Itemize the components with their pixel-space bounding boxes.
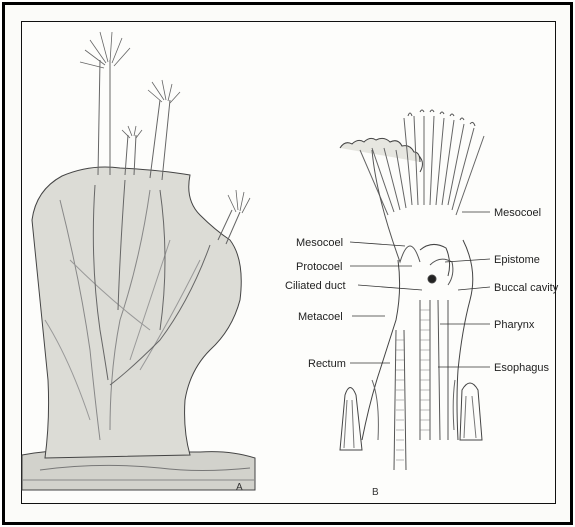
label-esophagus: Esophagus [494,362,550,374]
tentacle-crown [340,110,484,262]
label-rectum: Rectum [308,358,346,370]
label-mesocoel-left: Mesocoel [296,237,343,249]
label-mesocoel-right: Mesocoel [494,207,541,219]
panel-b-label: B [372,487,379,498]
label-protocoel: Protocoel [296,261,342,273]
label-pharynx: Pharynx [494,319,535,331]
colony-illustration [22,32,255,490]
section-illustration [340,110,484,470]
label-ciliated-duct: Ciliated duct [285,280,346,292]
label-metacoel: Metacoel [298,311,343,323]
panel-a-label: A [236,482,243,493]
label-epistome: Epistome [494,254,540,266]
label-buccal-cavity: Buccal cavity [494,282,559,294]
